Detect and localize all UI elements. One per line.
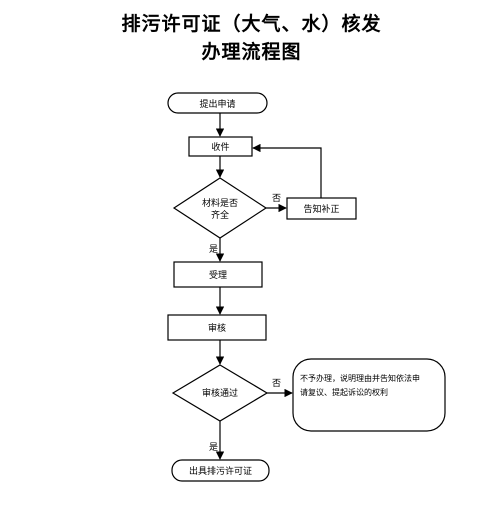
- issue-node: [171, 459, 270, 482]
- start-label: 提出申请: [199, 98, 235, 110]
- yes-label-1: 是: [209, 244, 218, 255]
- page-subtitle: 办理流程图: [201, 41, 302, 63]
- review-label: 审核: [208, 322, 226, 334]
- materials-check-label-1: 材料是否: [202, 197, 238, 209]
- no-label-1: 否: [272, 193, 281, 204]
- arrow-notify-receive: [252, 143, 322, 198]
- reject-label-1: 不予办理，说明理由并告知依法申: [300, 373, 420, 383]
- no-label-2: 否: [272, 378, 281, 389]
- materials-check-label-2: 齐全: [211, 209, 229, 221]
- receive-label: 收件: [211, 141, 229, 153]
- accept-node: [173, 261, 263, 288]
- notify-label: 告知补正: [303, 203, 339, 215]
- reject-label-2: 请复议、提起诉讼的权利: [300, 387, 388, 397]
- review-node: [167, 314, 267, 341]
- accept-label: 受理: [209, 269, 227, 281]
- yes-label-2: 是: [209, 442, 218, 453]
- page-title: 排污许可证（大气、水）核发: [121, 13, 382, 35]
- start-node: [167, 92, 268, 114]
- issue-label: 出具排污许可证: [189, 465, 252, 477]
- review-pass-label: 审核通过: [202, 387, 238, 399]
- reject-node: [292, 358, 446, 432]
